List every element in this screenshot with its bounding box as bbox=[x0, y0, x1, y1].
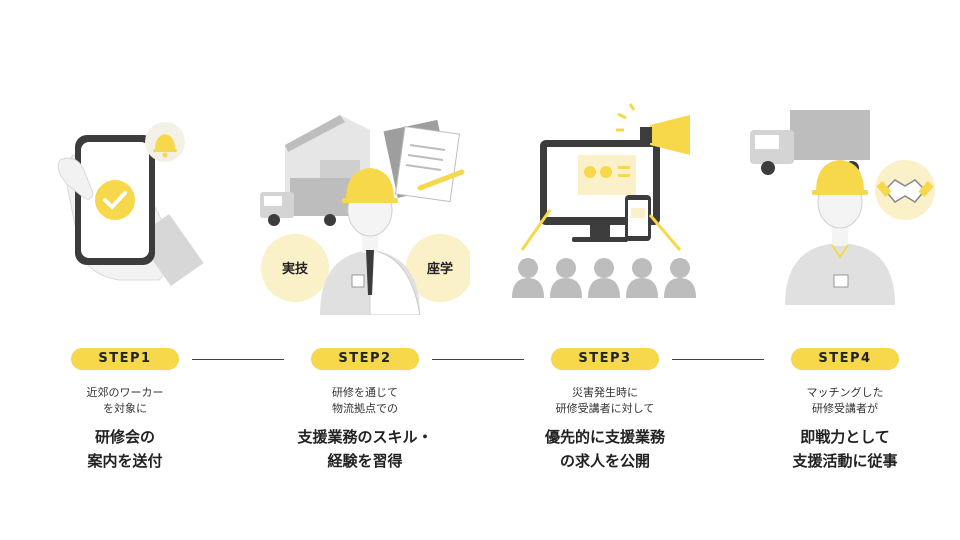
worker-matching-illustration bbox=[750, 110, 935, 305]
audience-icon bbox=[512, 258, 696, 298]
step3-illustration bbox=[500, 100, 720, 315]
step2-pill: STEP2 bbox=[311, 348, 419, 370]
step1-pill: STEP1 bbox=[71, 348, 179, 370]
step4-subtext: マッチングした 研修受講者が bbox=[806, 386, 884, 415]
step4-description: 即戦力として 支援活動に従事 bbox=[792, 428, 898, 470]
step3-pill: STEP3 bbox=[551, 348, 659, 370]
step2-subtext: 研修を通じて 物流拠点での bbox=[332, 386, 398, 415]
step2-illustration: 実技 座学 bbox=[250, 100, 470, 315]
step3-subtext: 災害発生時に 研修受講者に対して bbox=[555, 386, 655, 415]
connector-line bbox=[432, 359, 524, 360]
classroom-label: 座学 bbox=[426, 261, 453, 277]
monitor-icon bbox=[540, 140, 660, 242]
truck-icon bbox=[260, 178, 350, 226]
step4-illustration bbox=[740, 100, 960, 315]
step1-illustration bbox=[15, 100, 235, 315]
step3-description: 優先的に支援業務 の求人を公開 bbox=[544, 428, 665, 470]
connector-line bbox=[192, 359, 284, 360]
phone-notification-illustration bbox=[57, 122, 204, 287]
practical-label: 実技 bbox=[282, 261, 309, 277]
truck-icon bbox=[750, 110, 870, 175]
phone-icon bbox=[75, 135, 155, 265]
step4-pill: STEP4 bbox=[791, 348, 899, 370]
document-icon bbox=[383, 119, 465, 203]
bell-icon bbox=[145, 122, 185, 162]
handshake-icon bbox=[875, 160, 935, 220]
step2-description: 支援業務のスキル・ 経験を習得 bbox=[297, 428, 433, 470]
worker-icon bbox=[320, 168, 421, 315]
job-posting-illustration bbox=[512, 103, 696, 298]
megaphone-icon bbox=[616, 103, 690, 155]
training-worker-illustration: 実技 座学 bbox=[260, 115, 470, 315]
step1-description: 研修会の 案内を送付 bbox=[87, 428, 163, 470]
connector-line bbox=[672, 359, 764, 360]
worker-icon bbox=[785, 160, 895, 305]
smartphone-icon bbox=[625, 195, 651, 241]
step1-subtext: 近郊のワーカー を対象に bbox=[86, 386, 164, 415]
